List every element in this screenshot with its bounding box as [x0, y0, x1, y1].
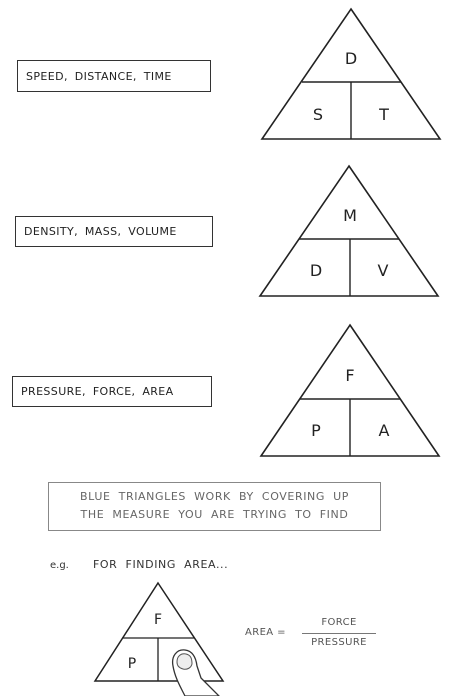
triangle-top-letter: D — [345, 49, 357, 68]
note-line-1: BLUE TRIANGLES WORK BY COVERING UP — [80, 490, 349, 503]
note-line-2: THE MEASURE YOU ARE TRYING TO FIND — [80, 508, 349, 521]
triangle-right-letter: A — [379, 421, 390, 440]
formula-lhs: AREA = — [245, 627, 286, 638]
triangle-pressure-force-area: F P A — [259, 323, 441, 457]
triangle-right-letter: V — [378, 261, 389, 280]
example-heading: FOR FINDING AREA... — [93, 558, 229, 571]
formula-numerator: FORCE — [321, 617, 357, 628]
instruction-note: BLUE TRIANGLES WORK BY COVERING UP THE M… — [48, 482, 381, 531]
triangle-density-mass-volume: M D V — [258, 164, 440, 297]
finger-icon — [171, 649, 220, 696]
label-pressure-force-area: PRESSURE, FORCE, AREA — [12, 376, 212, 407]
label-text: PRESSURE, FORCE, AREA — [21, 385, 174, 398]
fraction-bar — [302, 633, 376, 634]
label-text: DENSITY, MASS, VOLUME — [24, 225, 177, 238]
label-density-mass-volume: DENSITY, MASS, VOLUME — [15, 216, 213, 247]
triangle-speed-distance-time: D S T — [260, 7, 442, 140]
triangle-top-letter: F — [345, 366, 354, 385]
triangle-left-letter: P — [128, 656, 136, 672]
label-text: SPEED, DISTANCE, TIME — [26, 69, 172, 83]
triangle-top-letter: F — [154, 612, 162, 628]
formula-denominator: PRESSURE — [311, 637, 367, 648]
example-prefix: e.g. — [50, 560, 69, 571]
triangle-left-letter: P — [311, 421, 321, 440]
triangle-left-letter: D — [310, 261, 322, 280]
triangle-left-letter: S — [313, 105, 323, 124]
triangle-top-letter: M — [343, 206, 357, 225]
triangle-right-letter: T — [378, 105, 389, 124]
label-speed-distance-time: SPEED, DISTANCE, TIME — [17, 60, 211, 92]
